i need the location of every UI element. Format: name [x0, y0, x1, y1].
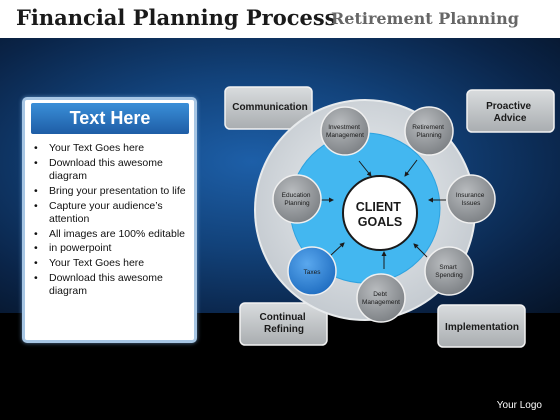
education-planning-label: Education Planning: [282, 192, 313, 207]
footer-logo: Your Logo: [496, 400, 542, 411]
bullet-item: Capture your audience’s attention: [31, 200, 191, 226]
client-goals-center: [342, 175, 418, 251]
node-smart-spending: Smart Spending: [424, 246, 474, 296]
node-taxes: Taxes: [287, 246, 337, 296]
node-debt-management: Debt Management: [356, 273, 406, 323]
bullet-item: Bring your presentation to life: [31, 185, 191, 198]
continual-refining-box: Continual Refining: [239, 302, 328, 346]
node-retirement-planning: Retirement Planning: [404, 106, 454, 156]
bullet-item: Your Text Goes here: [31, 257, 191, 270]
bullet-item: All images are 100% editable: [31, 228, 191, 241]
bullet-item: in powerpoint: [31, 242, 191, 255]
communication-label: Communication: [232, 102, 308, 113]
node-investment-management: Investment Management: [320, 106, 370, 156]
node-insurance-issues: Insurance Issues: [446, 174, 496, 224]
implementation-box: Implementation: [437, 304, 526, 348]
continual-refining-label: Continual Refining: [260, 312, 309, 335]
arrow: [358, 160, 372, 177]
taxes-label: Taxes: [304, 269, 322, 276]
node-education-planning: Education Planning: [272, 174, 322, 224]
header-bar: Financial Planning Process Retirement Pl…: [0, 0, 560, 38]
debt-management-label: Debt Management: [362, 291, 400, 306]
client-goals-label: CLIENT GOALS: [356, 200, 405, 229]
proactive-advice-box: Proactive Advice: [466, 89, 555, 133]
slide-title: Financial Planning Process: [16, 5, 337, 30]
communication-box: Communication: [224, 86, 313, 130]
arrow: [329, 242, 345, 257]
retirement-planning-label: Retirement Planning: [412, 124, 446, 139]
bullet-item: Your Text Goes here: [31, 142, 191, 155]
proactive-advice-label: Proactive Advice: [486, 101, 534, 124]
investment-management-label: Investment Management: [326, 124, 364, 139]
panel-heading: Text Here: [31, 103, 189, 134]
bullet-list: Your Text Goes here Download this awesom…: [31, 142, 191, 300]
insurance-issues-label: Insurance Issues: [456, 192, 486, 207]
bullet-item: Download this awesome diagram: [31, 157, 191, 183]
implementation-label: Implementation: [445, 322, 519, 333]
slide-subtitle: Retirement Planning: [331, 9, 519, 28]
smart-spending-label: Smart Spending: [435, 264, 463, 279]
bullet-item: Download this awesome diagram: [31, 272, 191, 298]
arrow: [413, 243, 428, 258]
arrow: [404, 159, 418, 177]
text-panel: Text Here Your Text Goes here Download t…: [22, 97, 197, 343]
